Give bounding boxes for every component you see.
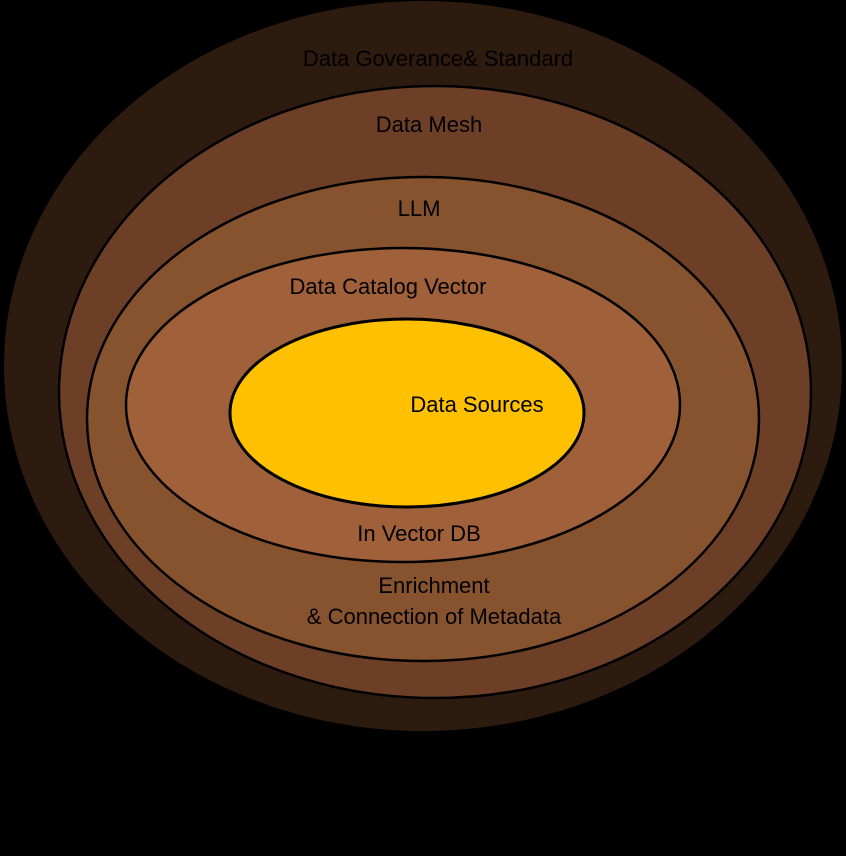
data-catalog-label: Data Catalog Vector [290,274,487,299]
data-mesh-label: Data Mesh [376,112,482,137]
vector-db-label: In Vector DB [357,521,481,546]
llm-label: LLM [398,196,441,221]
enrichment-label-line1: Enrichment [378,573,489,598]
data-sources-label: Data Sources [410,392,543,417]
enrichment-label-line2: & Connection of Metadata [307,604,562,629]
data-sources-core [228,317,586,509]
governance-label: Data Goverance& Standard [303,46,573,71]
